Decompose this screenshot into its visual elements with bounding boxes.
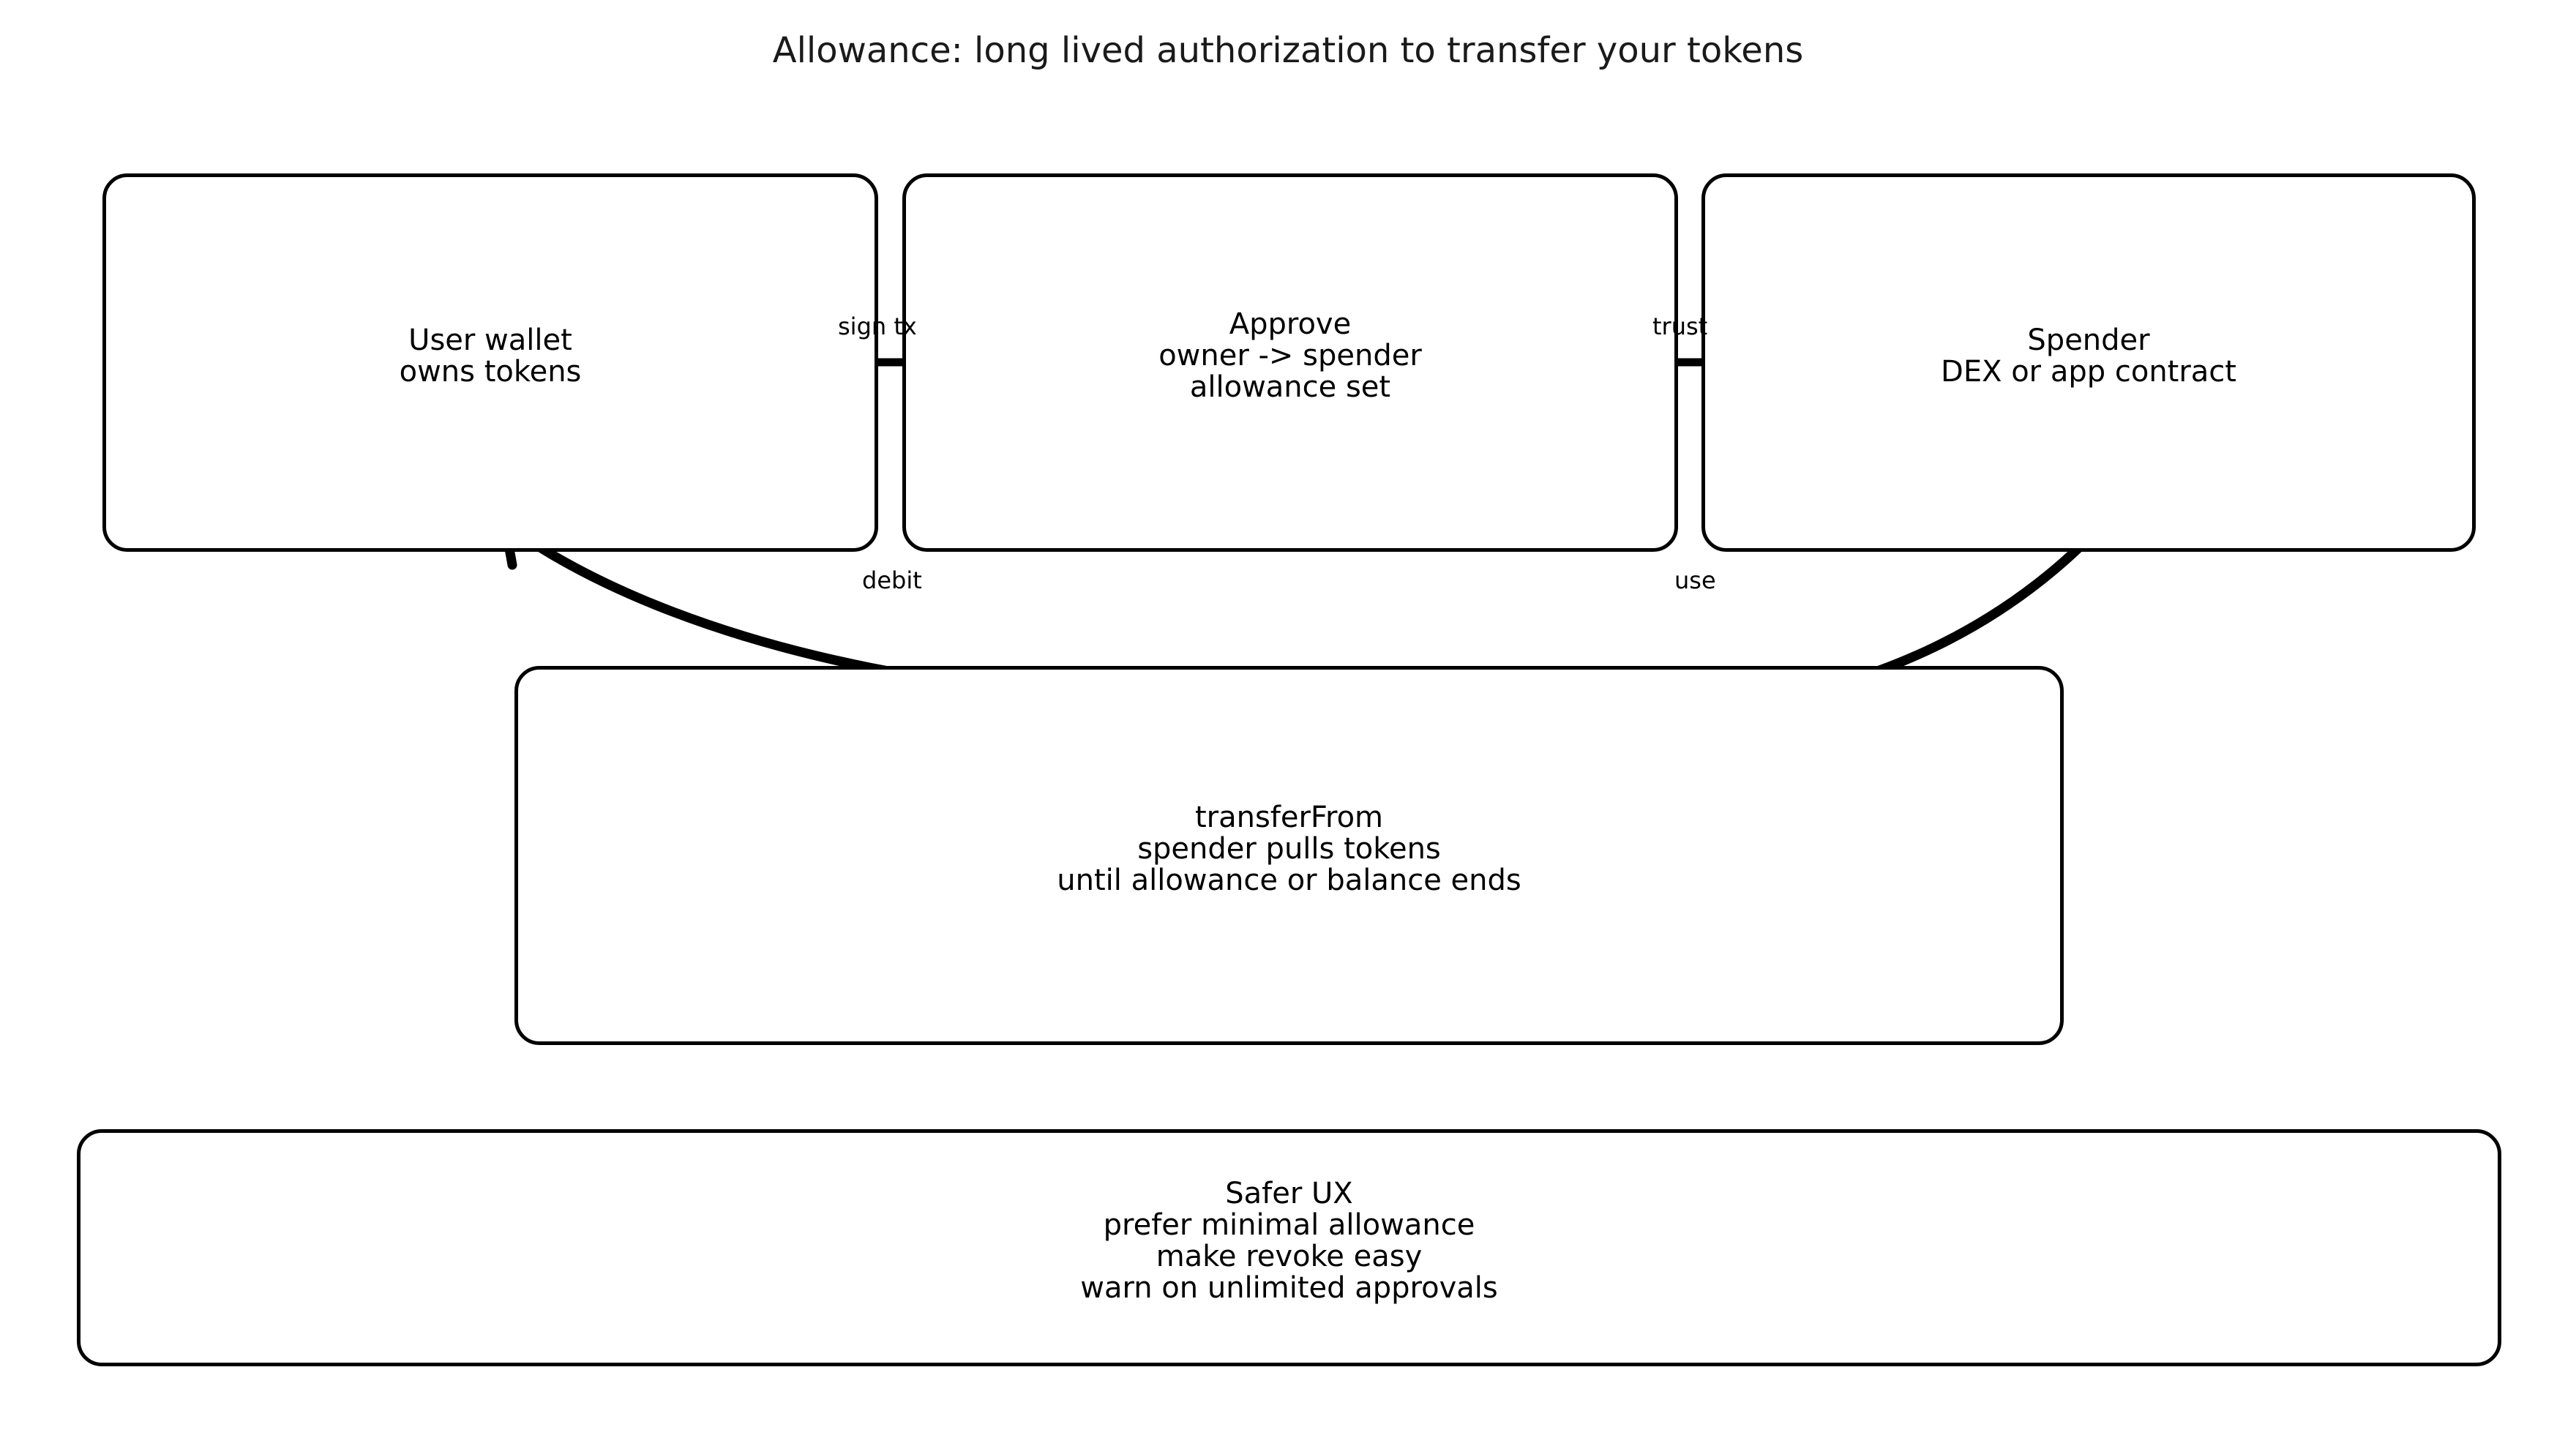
node-user-wallet-label: User wallet owns tokens bbox=[399, 323, 582, 389]
node-user-wallet[interactable]: User wallet owns tokens bbox=[102, 173, 878, 552]
node-transferfrom[interactable]: transferFrom spender pulls tokens until … bbox=[514, 666, 2064, 1045]
node-safer-ux-label: Safer UX prefer minimal allowance make r… bbox=[1080, 1177, 1498, 1305]
edge-label-trust: trust bbox=[1652, 312, 1708, 340]
edge-label-debit: debit bbox=[862, 566, 922, 594]
node-approve-label: Approve owner -> spender allowance set bbox=[1158, 307, 1422, 404]
edge-label-sign-tx: sign tx bbox=[838, 312, 917, 340]
node-spender[interactable]: Spender DEX or app contract bbox=[1701, 173, 2476, 552]
node-transferfrom-label: transferFrom spender pulls tokens until … bbox=[1057, 800, 1521, 897]
edge-label-use: use bbox=[1674, 566, 1716, 594]
node-approve[interactable]: Approve owner -> spender allowance set bbox=[902, 173, 1678, 552]
node-safer-ux[interactable]: Safer UX prefer minimal allowance make r… bbox=[77, 1129, 2501, 1366]
page-title: Allowance: long lived authorization to t… bbox=[772, 30, 1804, 71]
node-spender-label: Spender DEX or app contract bbox=[1941, 323, 2236, 389]
